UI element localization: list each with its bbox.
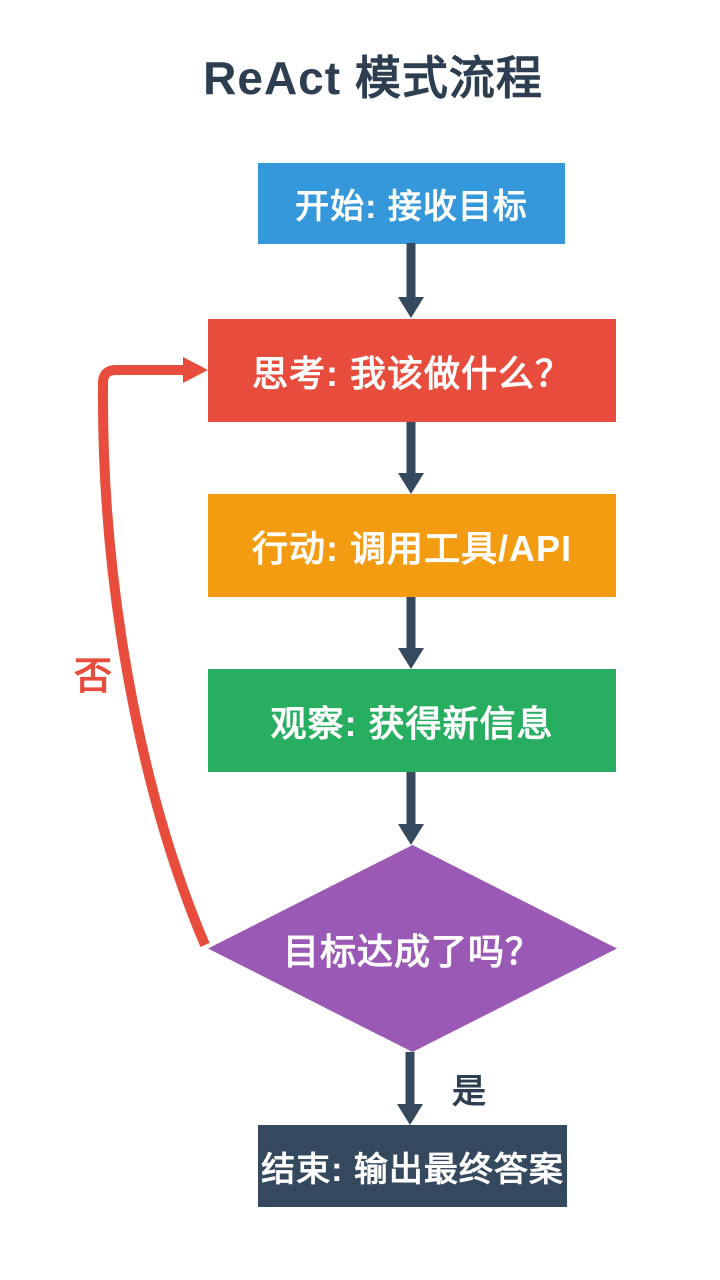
node-start[interactable]: 开始: 接收目标 (258, 163, 565, 244)
arrow-shaft (406, 422, 416, 474)
arrow-down-icon (397, 1104, 423, 1125)
arrow-shaft (405, 1052, 415, 1105)
flow-arrow-decision-to-end (397, 1052, 423, 1125)
edge-label-yes: 是 (452, 1073, 486, 1111)
page-title: ReAct 模式流程 (203, 52, 543, 104)
arrow-shaft (406, 243, 416, 298)
arrow-down-icon (398, 824, 424, 845)
arrow-down-icon (398, 297, 424, 318)
node-observe[interactable]: 观察: 获得新信息 (208, 669, 616, 772)
edge-label-no: 否 (74, 656, 113, 698)
node-end-label: 结束: 输出最终答案 (261, 1150, 564, 1189)
arrow-down-icon (398, 648, 424, 669)
flow-arrow-act-to-observe (398, 597, 424, 669)
no-loop-curve (97, 365, 210, 947)
node-act-label: 行动: 调用工具/API (251, 527, 572, 569)
node-decision-label: 目标达成了吗？ (282, 930, 542, 972)
arrow-shaft (406, 772, 416, 825)
node-think-label: 思考: 我该做什么？ (252, 352, 572, 394)
arrow-down-icon (398, 473, 424, 494)
node-think[interactable]: 思考: 我该做什么？ (208, 319, 616, 422)
arrow-shaft (406, 597, 416, 649)
no-loop-arrowhead-icon (183, 357, 208, 383)
node-observe-label: 观察: 获得新信息 (270, 702, 554, 744)
node-decision-diamond[interactable]: 目标达成了吗？ (208, 845, 617, 1052)
node-act[interactable]: 行动: 调用工具/API (208, 494, 616, 597)
flow-arrow-observe-to-decision (398, 772, 424, 845)
flow-arrow-start-to-think (398, 243, 424, 318)
node-end[interactable]: 结束: 输出最终答案 (258, 1125, 567, 1207)
node-start-label: 开始: 接收目标 (295, 188, 528, 226)
flow-arrow-think-to-act (398, 422, 424, 494)
